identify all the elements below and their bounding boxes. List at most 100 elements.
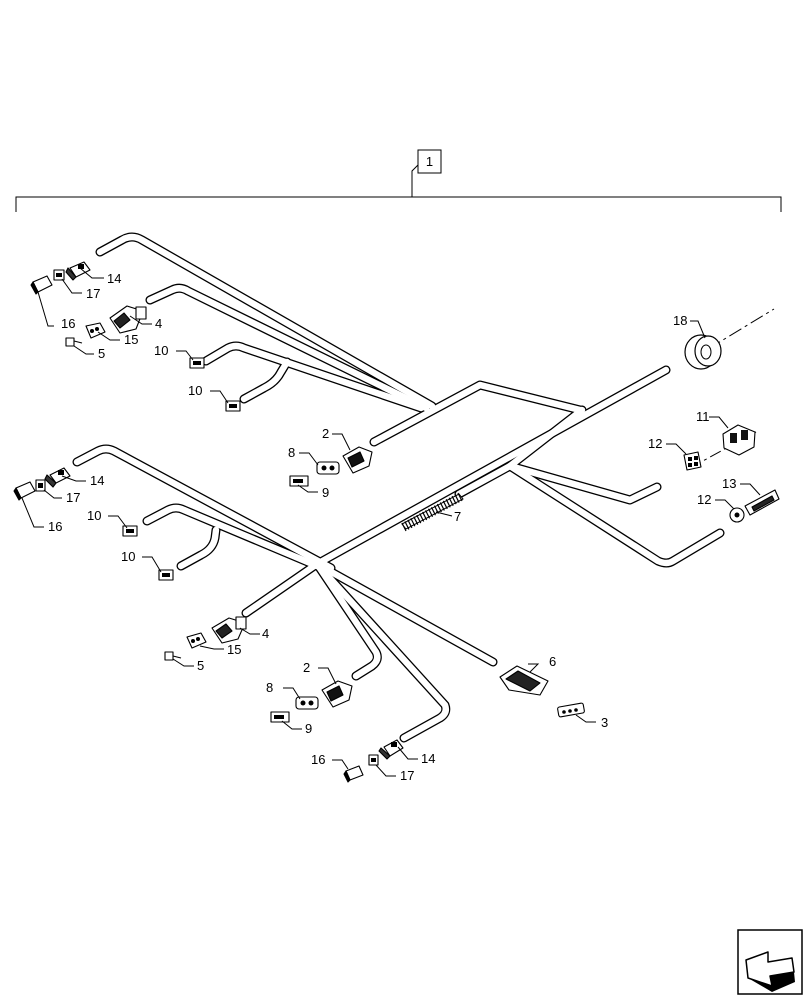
connector-6 <box>499 665 549 696</box>
connector-12-lower <box>729 507 745 523</box>
wire-fill <box>96 233 436 410</box>
wire-fill <box>313 560 497 666</box>
wire-fill <box>73 445 335 572</box>
callout-labels: 14 17 16 4 15 5 10 10 18 2 8 9 11 12 13 … <box>48 271 736 783</box>
wire-fill <box>177 526 220 570</box>
callout-10-left-a: 10 <box>87 508 101 523</box>
wire-fill <box>242 560 321 617</box>
connector-10-top-a <box>189 357 205 369</box>
callout-8-lower: 8 <box>266 680 273 695</box>
sleeve-rib <box>407 519 413 529</box>
assembly-callout-label: 1 <box>426 154 433 169</box>
sleeve-rib <box>454 494 460 503</box>
seal-16-left <box>13 481 36 501</box>
callout-10-top-a: 10 <box>154 343 168 358</box>
sleeve-rib <box>442 500 448 510</box>
wire-fill <box>370 381 584 446</box>
connector-3 <box>557 702 585 718</box>
callout-17-top: 17 <box>86 286 100 301</box>
callout-14-top: 14 <box>107 271 121 286</box>
connector-15-lower <box>186 632 207 649</box>
wire-fill <box>313 560 450 742</box>
connector-8-lower <box>295 696 319 710</box>
connector-14-bottom <box>378 739 404 760</box>
sleeve-rib <box>457 492 463 502</box>
terminal-17-left <box>35 479 46 492</box>
callout-7: 7 <box>454 509 461 524</box>
sleeve-rib <box>410 517 416 527</box>
sleeve-rib <box>451 495 457 505</box>
callout-16-left: 16 <box>48 519 62 534</box>
connector-10-top-b <box>225 400 241 412</box>
callout-14-bottom: 14 <box>421 751 435 766</box>
callout-11: 11 <box>696 409 710 424</box>
callout-12-upper: 12 <box>648 436 662 451</box>
pin-5-lower <box>164 651 182 661</box>
sleeve-rib <box>427 508 434 518</box>
seal-16-bottom <box>343 765 364 783</box>
sleeve-rib <box>448 497 454 507</box>
callout-3: 3 <box>601 715 608 730</box>
sleeve-rib <box>445 499 451 508</box>
wire-fill <box>313 366 670 568</box>
connector-10-left-a <box>122 525 138 537</box>
sleeve-rib <box>401 522 407 532</box>
assembly-bracket: 1 <box>15 149 782 212</box>
callout-4-lower: 4 <box>262 626 269 641</box>
terminal-17-top <box>53 269 65 281</box>
connector-9-lower <box>270 711 290 723</box>
connector-12-upper <box>683 451 702 471</box>
connector-14-left <box>44 467 71 488</box>
sleeve-rib <box>436 503 442 513</box>
connector-11 <box>722 424 756 456</box>
callout-13: 13 <box>722 476 736 491</box>
wire-harness <box>72 232 725 743</box>
pin-5-top <box>65 337 83 347</box>
callout-17-left: 17 <box>66 490 80 505</box>
callout-9-upper: 9 <box>322 485 329 500</box>
connector-9-upper <box>289 475 309 487</box>
wire-fill <box>506 462 661 504</box>
connector-parts <box>13 261 780 783</box>
callout-17-bottom: 17 <box>400 768 414 783</box>
callout-16-top: 16 <box>61 316 75 331</box>
callout-9-lower: 9 <box>305 721 312 736</box>
connector-8-upper <box>316 461 340 475</box>
callout-18: 18 <box>673 313 687 328</box>
sleeve-rib <box>416 514 422 524</box>
sleeve-rib <box>422 511 428 521</box>
connector-13 <box>744 489 780 516</box>
callout-15-top: 15 <box>124 332 138 347</box>
callout-4-top: 4 <box>155 316 162 331</box>
grommet <box>684 308 775 370</box>
callout-14-left: 14 <box>90 473 104 488</box>
wire-fill <box>313 560 381 680</box>
wire-fill <box>146 285 430 412</box>
connector-4-lower <box>211 616 247 644</box>
wire-fill <box>143 504 326 572</box>
callout-5-top: 5 <box>98 346 105 361</box>
next-page-arrow-icon[interactable] <box>737 929 803 995</box>
seal-16-top <box>30 275 53 295</box>
sleeve-rib <box>413 516 419 525</box>
connector-14-top <box>65 261 91 281</box>
connector-2-lower <box>321 680 353 708</box>
wire-fill <box>202 342 425 412</box>
callout-10-left-b: 10 <box>121 549 135 564</box>
wire-fill <box>506 462 724 567</box>
callout-6: 6 <box>549 654 556 669</box>
callout-12-lower: 12 <box>697 492 711 507</box>
callout-16-bottom: 16 <box>311 752 325 767</box>
connector-4-top <box>109 305 147 334</box>
sleeve-rib <box>430 506 437 516</box>
leader-lines <box>21 267 761 777</box>
connector-2-upper <box>342 446 373 474</box>
callout-2-lower: 2 <box>303 660 310 675</box>
callout-15-lower: 15 <box>227 642 241 657</box>
callout-8-upper: 8 <box>288 445 295 460</box>
wire-fill <box>240 358 291 403</box>
connector-10-left-b <box>158 569 174 581</box>
sleeve-rib <box>404 521 410 530</box>
callout-2-upper: 2 <box>322 426 329 441</box>
